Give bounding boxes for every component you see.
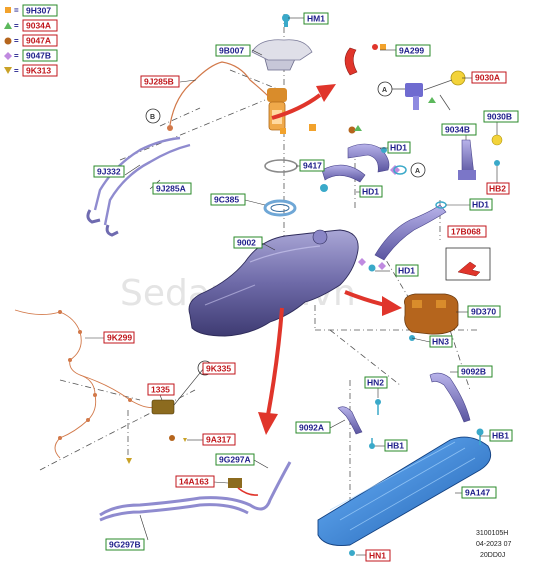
legend-code: 9H307 xyxy=(26,6,51,16)
svg-text:=: = xyxy=(14,22,19,31)
legend-item-9047b: = 9047B xyxy=(4,49,58,62)
vent-hose xyxy=(368,201,447,272)
meta-date: 04-2023 07 xyxy=(476,541,512,548)
label-9b007: 9B007 xyxy=(219,46,244,56)
legend-item-9034a: = 9034A xyxy=(4,19,58,32)
callout-a-mid: A xyxy=(410,162,426,178)
component-9030a xyxy=(405,70,466,111)
module-1335 xyxy=(126,399,187,464)
arrow-head-icon xyxy=(316,84,336,102)
fuel-pump-module xyxy=(251,39,316,134)
inset-17b068 xyxy=(445,247,491,281)
label-9k299: 9K299 xyxy=(107,333,132,343)
label-hd1: HD1 xyxy=(398,266,415,276)
svg-text:A: A xyxy=(382,87,387,94)
legend-code: 9034A xyxy=(26,21,51,31)
meta-model: 20DD0J xyxy=(480,552,505,559)
label-9j332: 9J332 xyxy=(97,167,121,177)
label-9034b: 9034B xyxy=(445,125,470,135)
label-hn1: HN1 xyxy=(369,551,386,561)
svg-text:A: A xyxy=(415,168,420,175)
filler-hose-group xyxy=(320,125,407,192)
assembly-lines xyxy=(39,14,480,540)
seal-ring-9417 xyxy=(264,159,298,173)
label-9417: 9417 xyxy=(303,161,322,171)
clip-hm1 xyxy=(282,14,290,27)
triangle-marker-icon xyxy=(4,22,12,29)
bracket-9a299 xyxy=(344,44,386,76)
label-hb2: HB2 xyxy=(489,184,506,194)
diagram-meta: 3100105H 04-2023 07 20DD0J xyxy=(476,530,512,559)
strap-9092b xyxy=(429,372,484,445)
label-hm1: HM1 xyxy=(307,14,325,24)
arrow-head-icon xyxy=(382,296,402,316)
label-9j285a: 9J285A xyxy=(156,184,186,194)
label-hd1: HD1 xyxy=(362,187,379,197)
label-9a299: 9A299 xyxy=(399,46,424,56)
fuel-lines-9g297 xyxy=(99,461,292,522)
label-9g297a: 9G297A xyxy=(219,455,251,465)
meta-code: 3100105H xyxy=(476,530,508,537)
svg-text:=: = xyxy=(14,6,19,15)
label-hn2: HN2 xyxy=(367,378,384,388)
label-9092b: 9092B xyxy=(461,367,486,377)
label-9a317: 9A317 xyxy=(206,435,231,445)
evap-canister-9d370 xyxy=(404,293,459,341)
label-9j285b: 9J285B xyxy=(144,77,174,87)
legend-item-9k313: = 9K313 xyxy=(4,64,58,77)
label-hb1: HB1 xyxy=(387,441,404,451)
red-arrows xyxy=(258,84,402,435)
legend-code: 9K313 xyxy=(26,66,51,76)
circle-marker-icon xyxy=(4,37,12,45)
part-labels: HM1 9B007 9A299 9J285B 9030A 9034B 9030B… xyxy=(85,12,519,562)
legend: = 9H307 = 9034A = 9047A = 9047B = 9K313 xyxy=(4,4,58,77)
arrow-head-icon xyxy=(258,412,278,435)
label-14a163: 14A163 xyxy=(179,477,209,487)
triangle-down-marker-icon xyxy=(4,67,12,74)
label-1335: 1335 xyxy=(151,385,170,395)
legend-item-9h307: = 9H307 xyxy=(5,4,58,17)
svg-text:B: B xyxy=(150,114,155,121)
label-hn3: HN3 xyxy=(432,337,449,347)
legend-code: 9047A xyxy=(26,36,51,46)
fuel-line-9j285b xyxy=(167,61,269,131)
component-9034b xyxy=(458,134,503,180)
label-9a147: 9A147 xyxy=(465,488,490,498)
label-17b068: 17B068 xyxy=(451,227,481,237)
label-9092a: 9092A xyxy=(299,423,324,433)
label-hd1: HD1 xyxy=(390,143,407,153)
fuel-lines-9j332 xyxy=(86,136,191,237)
callout-b-top: B xyxy=(145,108,161,124)
label-9c385: 9C385 xyxy=(214,195,239,205)
fuel-tank-9002 xyxy=(188,229,366,337)
label-9030b: 9030B xyxy=(487,112,512,122)
square-marker-icon xyxy=(309,124,316,131)
svg-text:=: = xyxy=(14,52,19,61)
harness-9k299 xyxy=(14,309,161,459)
label-9g297b: 9G297B xyxy=(109,540,141,550)
diamond-marker-icon xyxy=(4,52,12,60)
svg-text:=: = xyxy=(14,67,19,76)
label-9002: 9002 xyxy=(237,238,256,248)
label-9k335: 9K335 xyxy=(206,364,231,374)
legend-item-9047a: = 9047A xyxy=(4,34,58,47)
label-9d370: 9D370 xyxy=(471,307,496,317)
lock-ring-9c385 xyxy=(263,199,297,217)
label-9030a: 9030A xyxy=(475,73,500,83)
label-hb1: HB1 xyxy=(492,431,509,441)
callout-a-top: A xyxy=(377,81,405,97)
svg-text:=: = xyxy=(14,37,19,46)
label-hd1: HD1 xyxy=(472,200,489,210)
square-marker-icon xyxy=(5,7,11,13)
strap-9092a xyxy=(337,399,381,449)
legend-code: 9047B xyxy=(26,51,51,61)
heat-shield-9a147 xyxy=(317,436,492,556)
